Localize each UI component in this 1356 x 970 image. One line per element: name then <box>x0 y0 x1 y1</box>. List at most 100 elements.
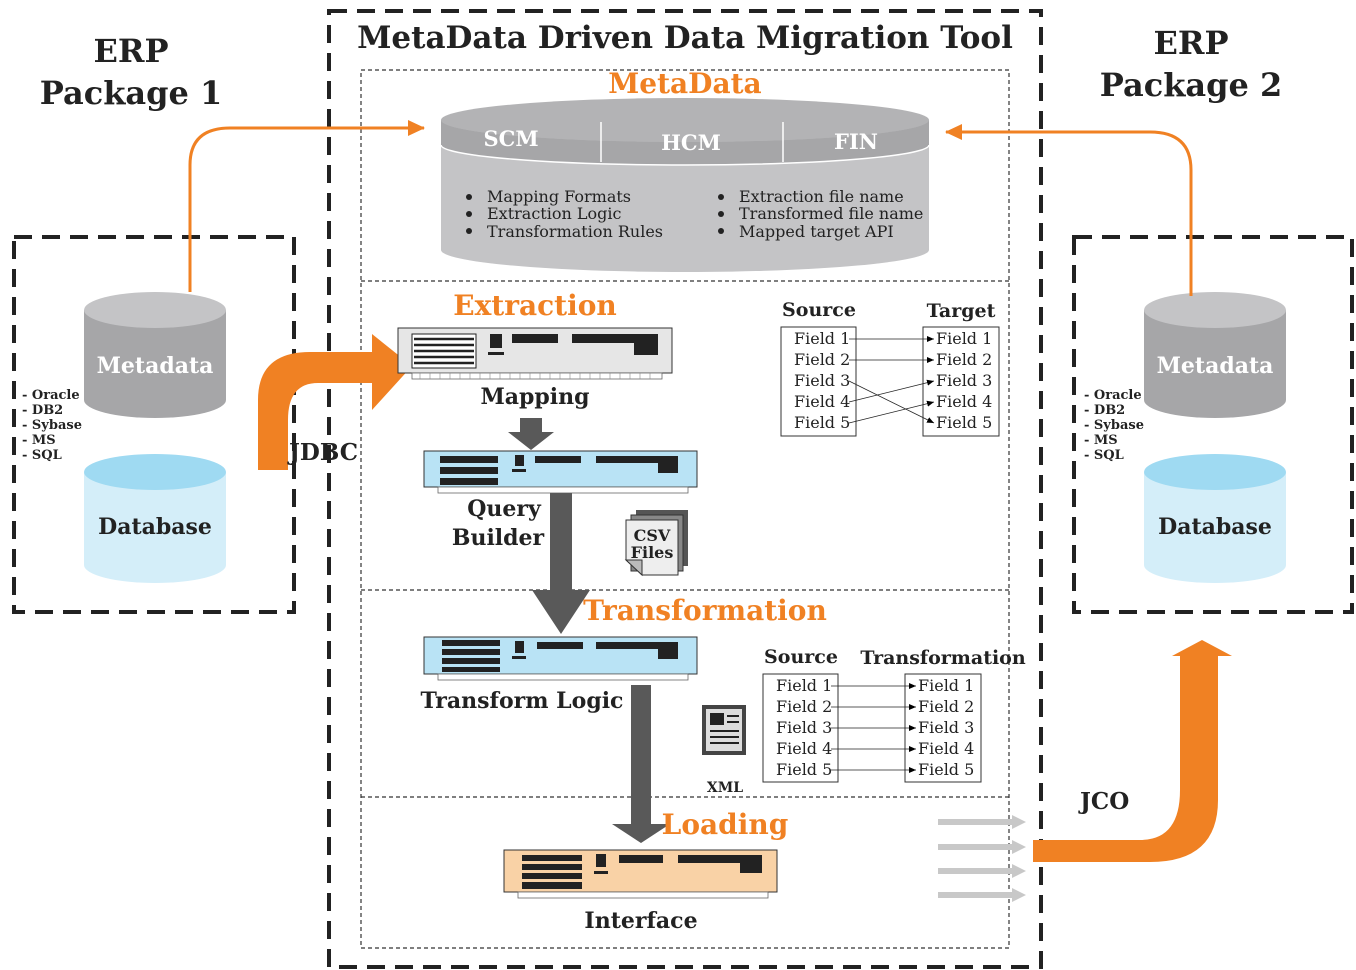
erp1-frame <box>12 235 296 614</box>
erp1-database-cylinder <box>84 454 226 583</box>
tool-frame <box>327 9 1043 969</box>
transform-logic-module <box>423 636 698 681</box>
erp1-db-type: - DB2 <box>22 403 63 418</box>
erp2-db-type: - SQL <box>1084 448 1124 463</box>
transform-to-interface-arrow <box>612 685 670 843</box>
erp1-db-type: - Sybase <box>22 418 82 433</box>
erp2-db-type: - DB2 <box>1084 403 1125 418</box>
transformation-target-field: Field 5 <box>918 760 974 779</box>
erp2-frame <box>1072 235 1354 614</box>
erp2-database-label: Database <box>1158 514 1272 540</box>
extraction-target-field: Field 4 <box>936 392 992 411</box>
mapping-label: Mapping <box>480 384 589 410</box>
extraction-title: Extraction <box>453 289 617 322</box>
module-scm: SCM <box>483 126 538 151</box>
erp2-metadata-cylinder <box>1144 292 1286 418</box>
bullet-extraction-file-name: Extraction file name <box>739 187 904 206</box>
transformation-target-box <box>904 673 982 783</box>
loading-title: Loading <box>662 808 789 841</box>
mapping-link <box>848 400 935 424</box>
csv-label-line1: CSV <box>634 526 671 545</box>
extraction-target-field: Field 5 <box>936 413 992 432</box>
erp2-metadata-label: Metadata <box>1157 353 1274 379</box>
transformation-target-field: Field 2 <box>918 697 974 716</box>
erp2-metadata-arrow <box>945 124 1193 296</box>
extraction-source-field: Field 2 <box>794 350 850 369</box>
bullet-transformed-file-name: Transformed file name <box>739 204 923 223</box>
extraction-source-header: Source <box>782 299 856 321</box>
bullet-dot <box>718 228 724 234</box>
csv-files-icon <box>624 510 688 577</box>
transformation-source-field: Field 4 <box>776 739 832 758</box>
bullet-dot <box>718 194 724 200</box>
bullet-dot <box>466 228 472 234</box>
query-to-transform-arrow <box>532 493 590 634</box>
module-fin: FIN <box>834 129 878 154</box>
transformation-source-box <box>762 673 839 783</box>
mapping-link <box>848 380 935 424</box>
bullet-mapped-target-api: Mapped target API <box>739 222 894 241</box>
erp1-database-label: Database <box>98 514 212 540</box>
erp1-db-type: - SQL <box>22 448 62 463</box>
transformation-target-field: Field 4 <box>918 739 974 758</box>
query-builder-module <box>423 450 698 494</box>
transformation-title: Transformation <box>583 594 827 627</box>
erp2-database-cylinder <box>1144 454 1286 583</box>
xml-label: XML <box>707 780 743 796</box>
extraction-target-header: Target <box>927 300 996 322</box>
transformation-target-header: Transformation <box>860 647 1026 669</box>
bullet-dot <box>718 211 724 217</box>
extraction-source-box <box>780 326 857 437</box>
main-title: MetaData Driven Data Migration Tool <box>357 20 1013 56</box>
transformation-source-header: Source <box>764 646 838 668</box>
interface-label: Interface <box>584 908 697 934</box>
transformation-target-field: Field 1 <box>918 676 974 695</box>
bullet-extraction-logic: Extraction Logic <box>487 204 621 223</box>
extraction-source-field: Field 5 <box>794 413 850 432</box>
jco-arrow <box>1033 640 1232 862</box>
jdbc-label: JDBC <box>287 439 358 466</box>
extraction-source-field: Field 4 <box>794 392 850 411</box>
jdbc-arrow <box>258 334 412 470</box>
extraction-target-field: Field 2 <box>936 350 992 369</box>
extraction-target-box <box>922 326 1000 437</box>
transformation-source-field: Field 2 <box>776 697 832 716</box>
module-hcm: HCM <box>661 130 721 155</box>
csv-label-line2: Files <box>631 543 674 562</box>
query-builder-label-line2: Builder <box>452 525 545 551</box>
erp1-metadata-arrow <box>188 120 425 292</box>
extraction-source-field: Field 1 <box>794 329 850 348</box>
erp2-db-type: - Oracle <box>1084 388 1142 403</box>
erp1-title-line2: Package 1 <box>40 74 222 112</box>
transformation-source-field: Field 5 <box>776 760 832 779</box>
erp1-metadata-label: Metadata <box>97 353 214 379</box>
xml-document-icon <box>702 705 746 755</box>
erp2-db-type: - MS <box>1084 433 1118 448</box>
erp1-title-line1: ERP <box>93 32 168 70</box>
extraction-target-field: Field 1 <box>936 329 992 348</box>
erp2-db-type: - Sybase <box>1084 418 1144 433</box>
query-builder-label-line1: Query <box>467 496 542 522</box>
mapping-module <box>397 327 673 380</box>
mapping-to-query-arrow <box>508 418 554 450</box>
transformation-source-field: Field 1 <box>776 676 832 695</box>
bullet-mapping-formats: Mapping Formats <box>487 187 631 206</box>
erp2-title-line1: ERP <box>1153 24 1228 62</box>
mapping-link <box>848 379 935 403</box>
inner-frame <box>360 69 1010 949</box>
metadata-cylinder <box>440 98 930 272</box>
metadata-section-title: MetaData <box>608 67 761 100</box>
output-arrows <box>938 815 1026 902</box>
jco-label: JCO <box>1078 788 1129 815</box>
transformation-source-field: Field 3 <box>776 718 832 737</box>
erp1-metadata-cylinder <box>84 292 226 418</box>
interface-module <box>503 849 778 899</box>
transformation-target-field: Field 3 <box>918 718 974 737</box>
bullet-dot <box>466 194 472 200</box>
bullet-transformation-rules: Transformation Rules <box>487 222 663 241</box>
extraction-target-field: Field 3 <box>936 371 992 390</box>
bullet-dot <box>466 211 472 217</box>
extraction-source-field: Field 3 <box>794 371 850 390</box>
erp1-db-type: - MS <box>22 433 56 448</box>
